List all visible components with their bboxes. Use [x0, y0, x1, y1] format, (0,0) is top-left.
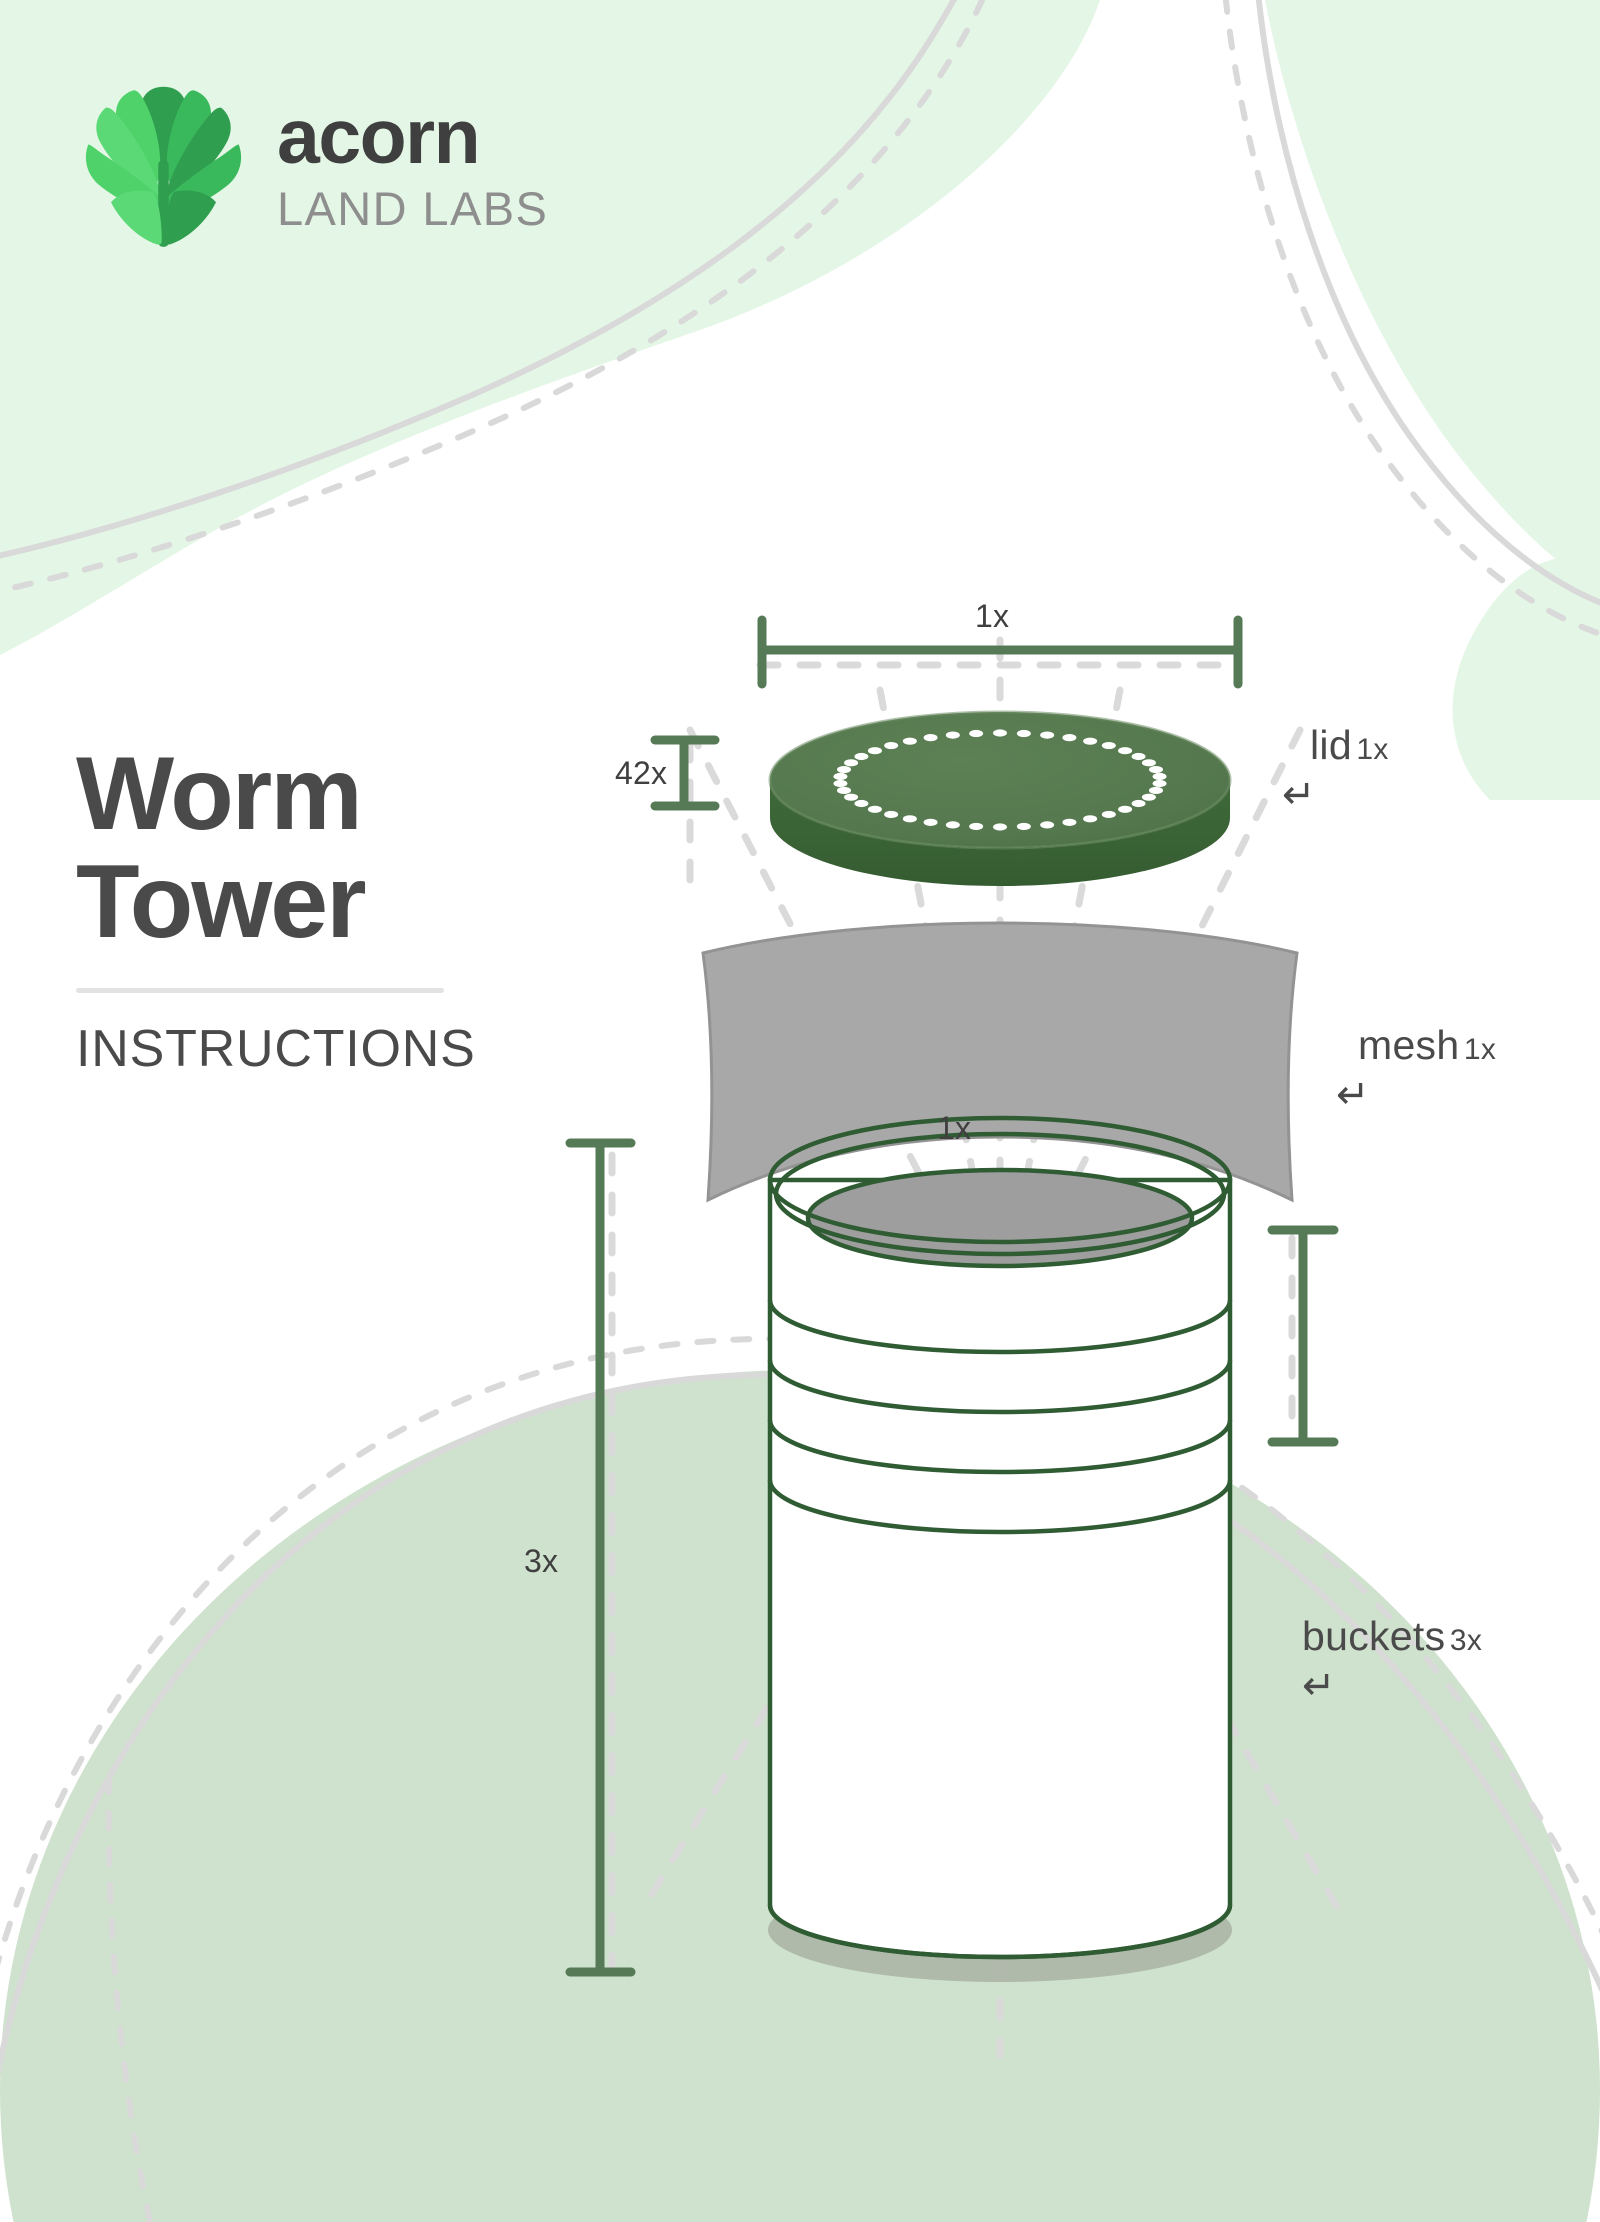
lid-hole [923, 734, 938, 742]
lid-hole [884, 741, 899, 750]
decor-arc-bottom-dashed [0, 1335, 1600, 1967]
mint-panel-top-right [1265, 0, 1600, 592]
lid-hole [1118, 805, 1133, 813]
lid-hole [884, 810, 899, 819]
lid-edge [770, 780, 1230, 886]
lid-hole [945, 821, 960, 829]
brand-lockup: acorn LAND LABS [76, 78, 548, 253]
lid-hole [844, 759, 859, 767]
title-block: Worm Tower INSTRUCTIONS [76, 740, 496, 1079]
lid-hole [833, 779, 848, 788]
mint-panel-top-left [0, 0, 1100, 655]
lid-hole [1083, 737, 1098, 745]
dimension-label-lid-height: 42x [615, 755, 668, 791]
brand-subtitle: LAND LABS [277, 182, 549, 235]
guide-left-outer [641, 726, 1005, 1909]
lid-hole [837, 765, 852, 774]
callout-lid: lid 1x ↵ [1282, 722, 1389, 815]
lid-hole [969, 822, 984, 831]
callout-buckets: buckets 3x ↵ [1302, 1613, 1482, 1706]
bucket-body [767, 1177, 1233, 1960]
lid-hole [1101, 741, 1116, 750]
lid-hole [1148, 786, 1163, 795]
lid-hole [854, 752, 869, 761]
dimension-lid-width [757, 615, 1243, 689]
lid-hole [867, 805, 882, 813]
lid-hole [1131, 752, 1146, 761]
decor-curve-left-dashed [0, 0, 986, 594]
page-subtitle: INSTRUCTIONS [76, 1020, 476, 1079]
lid-hole [837, 786, 852, 795]
return-arrow-icon: ↵ [1282, 773, 1316, 817]
bucket-base-edge [767, 1904, 1233, 1960]
lid-hole [1101, 810, 1116, 819]
callout-buckets-qty: 3x [1449, 1624, 1483, 1657]
lid-hole [1016, 729, 1031, 738]
lid-hole [993, 823, 1007, 831]
lid-hole [1152, 772, 1167, 781]
lid-hole [1040, 731, 1055, 739]
callout-mesh-label: mesh [1358, 1022, 1460, 1068]
lid-part [768, 710, 1232, 886]
bucket-ring-1 [767, 1299, 1233, 1355]
lid-hole [993, 729, 1007, 737]
dimension-label-lid-width: 1x [975, 598, 1010, 634]
dimension-tower-height [565, 1138, 636, 1977]
lid-hole [945, 731, 960, 739]
lid-hole [1040, 821, 1055, 829]
title-divider [76, 988, 444, 994]
decor-curve-right-dashed [1222, 0, 1600, 638]
lid-hole [1141, 759, 1156, 767]
lid-hole [923, 818, 938, 826]
decor-curve-right-solid [1255, 0, 1600, 606]
callout-buckets-label: buckets [1302, 1613, 1446, 1659]
decor-curve-left-solid [0, 0, 958, 559]
dimension-bucket-band [1267, 1225, 1339, 1447]
callout-mesh: mesh 1x ↵ [1336, 1022, 1497, 1115]
bucket-ring-4 [767, 1479, 1233, 1535]
lid-hole [844, 793, 859, 801]
bucket-ring-2 [767, 1359, 1233, 1415]
lid-hole [1062, 734, 1077, 742]
bucket-interior [808, 1170, 1192, 1266]
lid-hole [833, 772, 848, 781]
decor-arc-bottom-solid [0, 1371, 1600, 2077]
callout-lid-label: lid [1310, 722, 1352, 768]
dimension-label-bucket-rim: 1x [937, 1110, 972, 1146]
callout-mesh-qty: 1x [1463, 1033, 1497, 1066]
lid-hole [1152, 779, 1167, 788]
lid-hole [969, 729, 984, 738]
lid-hole [1148, 765, 1163, 774]
callout-lid-qty: 1x [1356, 733, 1389, 766]
dimension-label-tower: 3x [524, 1543, 559, 1579]
bucket-part [767, 1115, 1233, 1982]
lid-hole [867, 747, 882, 755]
lid-hole [1141, 793, 1156, 801]
lid-hole [1083, 815, 1098, 823]
lid-hole [1016, 822, 1031, 831]
dimension-lid-height [650, 735, 720, 811]
page-title: Worm Tower [76, 736, 367, 961]
bucket-rim-lip [773, 1131, 1227, 1257]
lid-hole [1062, 818, 1077, 826]
lid-rim-highlight [768, 710, 1232, 850]
lid-hole-ring [833, 729, 1167, 831]
lid-hole [1118, 747, 1133, 755]
return-arrow-icon: ↵ [1302, 1664, 1336, 1708]
lid-hole [1131, 799, 1146, 808]
brand-wordmark: acorn LAND LABS [277, 94, 549, 235]
lid-hole [854, 799, 869, 808]
brand-name: acorn [277, 94, 481, 180]
decor-tail-left-dashed [105, 1757, 153, 2222]
bucket-rim-inner [805, 1167, 1195, 1269]
return-arrow-icon: ↵ [1336, 1073, 1370, 1117]
leaf-circle-logo-icon [85, 86, 242, 247]
bucket-ring-3 [767, 1419, 1233, 1475]
lid-hole [902, 737, 917, 745]
lid-hole [902, 815, 917, 823]
bucket-rim-outer [767, 1115, 1233, 1245]
